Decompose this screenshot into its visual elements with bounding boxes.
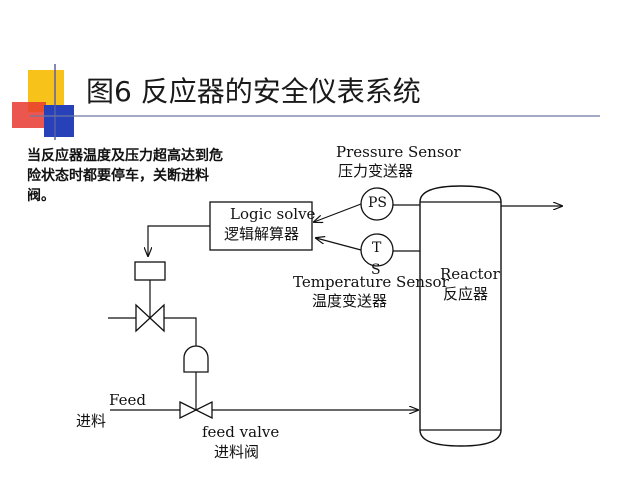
ps-signal-line	[314, 203, 362, 222]
shutdown-note: 当反应器温度及压力超高达到危险状态时都要停车，关断进料阀。	[27, 148, 223, 204]
logic-to-actuator-line	[148, 225, 210, 256]
feed-label-zh: 进料	[76, 412, 107, 430]
feed-valve-label-en: feed valve	[202, 423, 280, 441]
pressure-sensor-tag: PS	[368, 195, 388, 211]
temperature-sensor-tag-top: T	[372, 240, 382, 256]
reactor-label-zh: 反应器	[443, 285, 489, 303]
feed-valve-label-zh: 进料阀	[214, 443, 260, 461]
feed-label-en: Feed	[109, 391, 146, 409]
logic-solver-label-zh: 逻辑解算器	[224, 225, 300, 243]
logo-red-block	[12, 102, 46, 128]
reactor-vessel	[419, 185, 502, 447]
shutdown-valve-actuator	[134, 261, 166, 281]
page-title: 图6 反应器的安全仪表系统	[86, 75, 421, 108]
ts-signal-line	[316, 238, 362, 251]
feed-valve-body	[179, 400, 213, 420]
slide-logo-decoration	[12, 64, 74, 140]
temperature-sensor-label-en: Temperature Sensor	[293, 273, 449, 291]
feed-valve-actuator	[183, 345, 209, 373]
pressure-sensor-label-zh: 压力变送器	[338, 162, 414, 180]
logic-solver-box	[209, 201, 313, 251]
temperature-sensor-label-zh: 温度变送器	[312, 292, 388, 310]
reactor-label-en: Reactor	[440, 265, 500, 283]
temperature-sensor-tag-bottom: S	[371, 262, 381, 278]
logic-solver-label-en: Logic solve	[230, 205, 316, 223]
shutdown-valve-outlet-pipe	[164, 317, 197, 346]
pressure-sensor-label-en: Pressure Sensor	[336, 143, 461, 161]
logo-blue-block	[44, 105, 74, 137]
shutdown-valve-body	[135, 303, 165, 333]
